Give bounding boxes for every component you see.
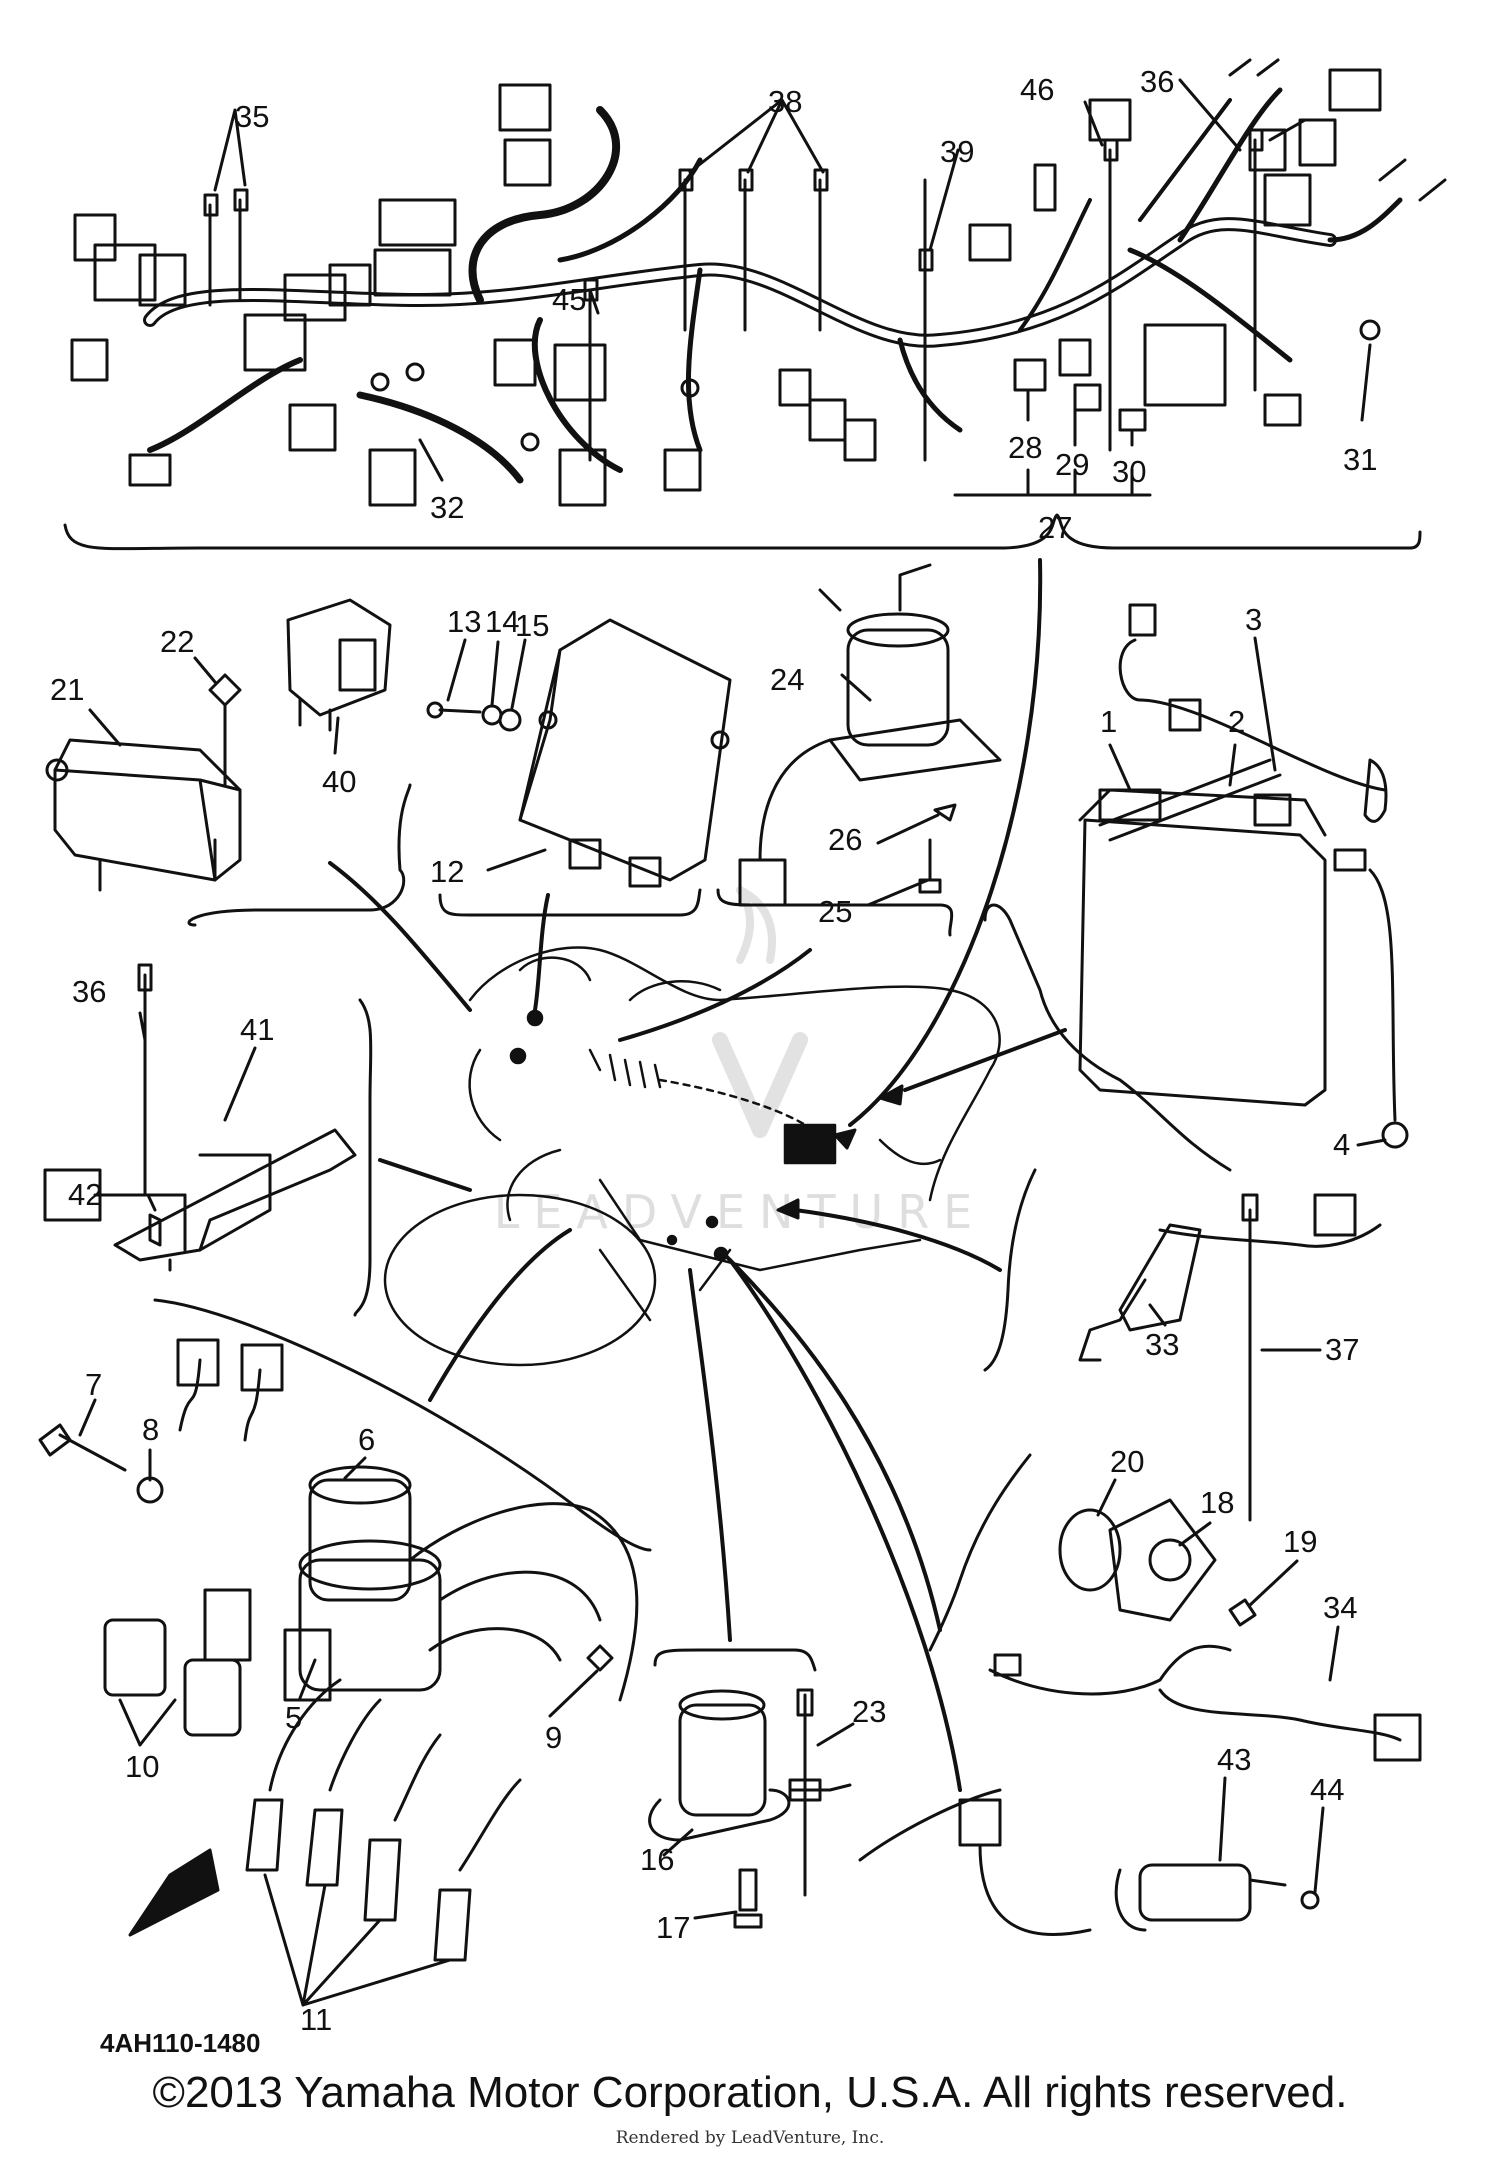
callout-2: 2 <box>1228 704 1245 739</box>
callout-3: 3 <box>1245 602 1262 637</box>
callout-15: 15 <box>515 608 549 643</box>
callout-33: 33 <box>1145 1327 1179 1362</box>
fwd-arrow-icon: FWD <box>128 1848 220 1937</box>
callout-13: 13 <box>447 604 481 639</box>
callout-22: 22 <box>160 624 194 659</box>
callout-31: 31 <box>1343 442 1377 477</box>
group-brackets <box>153 783 1232 1862</box>
callout-21: 21 <box>50 672 84 707</box>
callout-36: 36 <box>72 974 106 1009</box>
callout-17: 17 <box>656 1910 690 1945</box>
callout-27: 27 <box>1038 510 1072 545</box>
callout-16: 16 <box>640 1842 674 1877</box>
callout-1: 1 <box>1100 704 1117 739</box>
callout-36: 36 <box>1140 64 1174 99</box>
callout-6: 6 <box>358 1422 375 1457</box>
rendered-by-note: Rendered by LeadVenture, Inc. <box>615 2128 885 2148</box>
callout-46: 46 <box>1020 72 1054 107</box>
callout-18: 18 <box>1200 1485 1234 1520</box>
callout-20: 20 <box>1110 1444 1144 1479</box>
callout-30: 30 <box>1112 454 1146 489</box>
callout-34: 34 <box>1323 1590 1357 1625</box>
callout-23: 23 <box>852 1694 886 1729</box>
callout-26: 26 <box>828 822 862 857</box>
routing-arrows <box>328 558 1067 1792</box>
callout-10: 10 <box>125 1749 159 1784</box>
motorcycle-outline <box>383 946 1001 1367</box>
callout-28: 28 <box>1008 430 1042 465</box>
callout-37: 37 <box>1325 1332 1359 1367</box>
callout-39: 39 <box>940 134 974 169</box>
callout-24: 24 <box>770 662 804 697</box>
callout-14: 14 <box>485 604 519 639</box>
callout-labels: 35 38 46 36 39 45 32 28 29 30 31 27 13 1… <box>50 64 1377 2058</box>
callout-4: 4 <box>1333 1127 1350 1162</box>
callout-29: 29 <box>1055 447 1089 482</box>
callout-19: 19 <box>1283 1524 1317 1559</box>
callout-8: 8 <box>142 1412 159 1447</box>
electrical-components <box>38 563 1422 2007</box>
callout-5: 5 <box>285 1700 302 1735</box>
copyright-notice: ©2013 Yamaha Motor Corporation, U.S.A. A… <box>152 2068 1348 2117</box>
callout-41: 41 <box>240 1012 274 1047</box>
callout-9: 9 <box>545 1720 562 1755</box>
watermark: LEADVENTURE <box>494 886 972 1239</box>
callout-12: 12 <box>430 854 464 889</box>
wire-harness <box>63 58 1447 551</box>
callout-11: 11 <box>300 2002 332 2037</box>
callout-45: 45 <box>552 282 586 317</box>
callout-7: 7 <box>85 1367 102 1402</box>
callout-42: 42 <box>68 1177 102 1212</box>
callout-38: 38 <box>768 84 802 119</box>
part-number: 4AH110-1480 <box>100 2028 260 2058</box>
callout-43: 43 <box>1217 1742 1251 1777</box>
callout-25: 25 <box>818 894 852 929</box>
callout-32: 32 <box>430 490 464 525</box>
callout-44: 44 <box>1310 1772 1344 1807</box>
callout-40: 40 <box>322 764 356 799</box>
callout-35: 35 <box>235 99 269 134</box>
